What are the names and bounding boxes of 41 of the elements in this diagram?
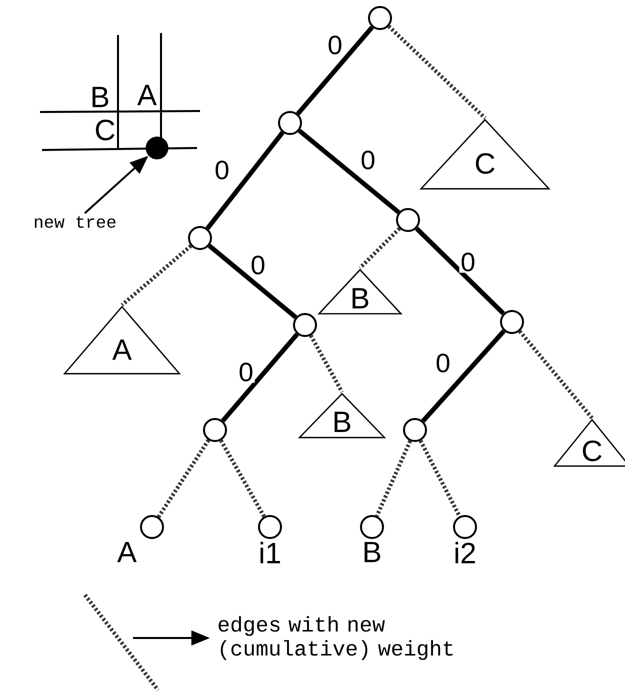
new-weight-edge bbox=[309, 334, 344, 393]
tree-node-circle bbox=[188, 226, 212, 250]
tree-node-circle bbox=[500, 310, 524, 334]
dot bbox=[146, 136, 168, 160]
tree-edge bbox=[296, 26, 374, 116]
legend-text: edges with new (cumulative) weight bbox=[218, 616, 453, 660]
tree-node-circle bbox=[368, 6, 392, 30]
tree-edge bbox=[206, 131, 284, 230]
tree-node-circle bbox=[396, 208, 420, 232]
tree-node-circle bbox=[278, 111, 302, 135]
tree-node-circle bbox=[293, 313, 317, 337]
new-weight-edge bbox=[387, 24, 486, 120]
tree-node-circle bbox=[203, 418, 227, 442]
edge-label: 0 bbox=[436, 354, 450, 372]
tree-edge bbox=[414, 226, 506, 316]
new-weight-edge bbox=[219, 439, 266, 518]
new-weight-edge bbox=[120, 244, 192, 307]
node-label: B bbox=[364, 542, 380, 562]
edge-label: 0 bbox=[362, 150, 374, 170]
grid-label: A bbox=[137, 84, 157, 106]
new-weight-edge bbox=[418, 440, 462, 518]
edge-label: 0 bbox=[462, 252, 474, 272]
node-label: i1 bbox=[260, 542, 280, 564]
node-label: i2 bbox=[456, 542, 475, 564]
edge-label: 0 bbox=[216, 160, 228, 180]
grid-label: B bbox=[92, 86, 108, 108]
tree-edge bbox=[221, 332, 299, 422]
node-label: A bbox=[117, 542, 137, 562]
grid-label: C bbox=[96, 120, 114, 140]
new-weight-edge bbox=[375, 440, 412, 517]
tree-node-circle bbox=[403, 418, 427, 442]
new-weight-edge bbox=[156, 438, 210, 518]
edge-label: 0 bbox=[328, 36, 342, 54]
edge-label: 0 bbox=[240, 362, 252, 382]
new-weight-edge bbox=[518, 330, 594, 420]
new-weight-edge bbox=[358, 227, 401, 270]
tree-edge bbox=[421, 329, 506, 423]
tree-edge bbox=[298, 128, 400, 214]
tree-edge bbox=[208, 244, 298, 320]
edge-label: 0 bbox=[252, 256, 264, 274]
note-text: new tree bbox=[34, 216, 116, 228]
